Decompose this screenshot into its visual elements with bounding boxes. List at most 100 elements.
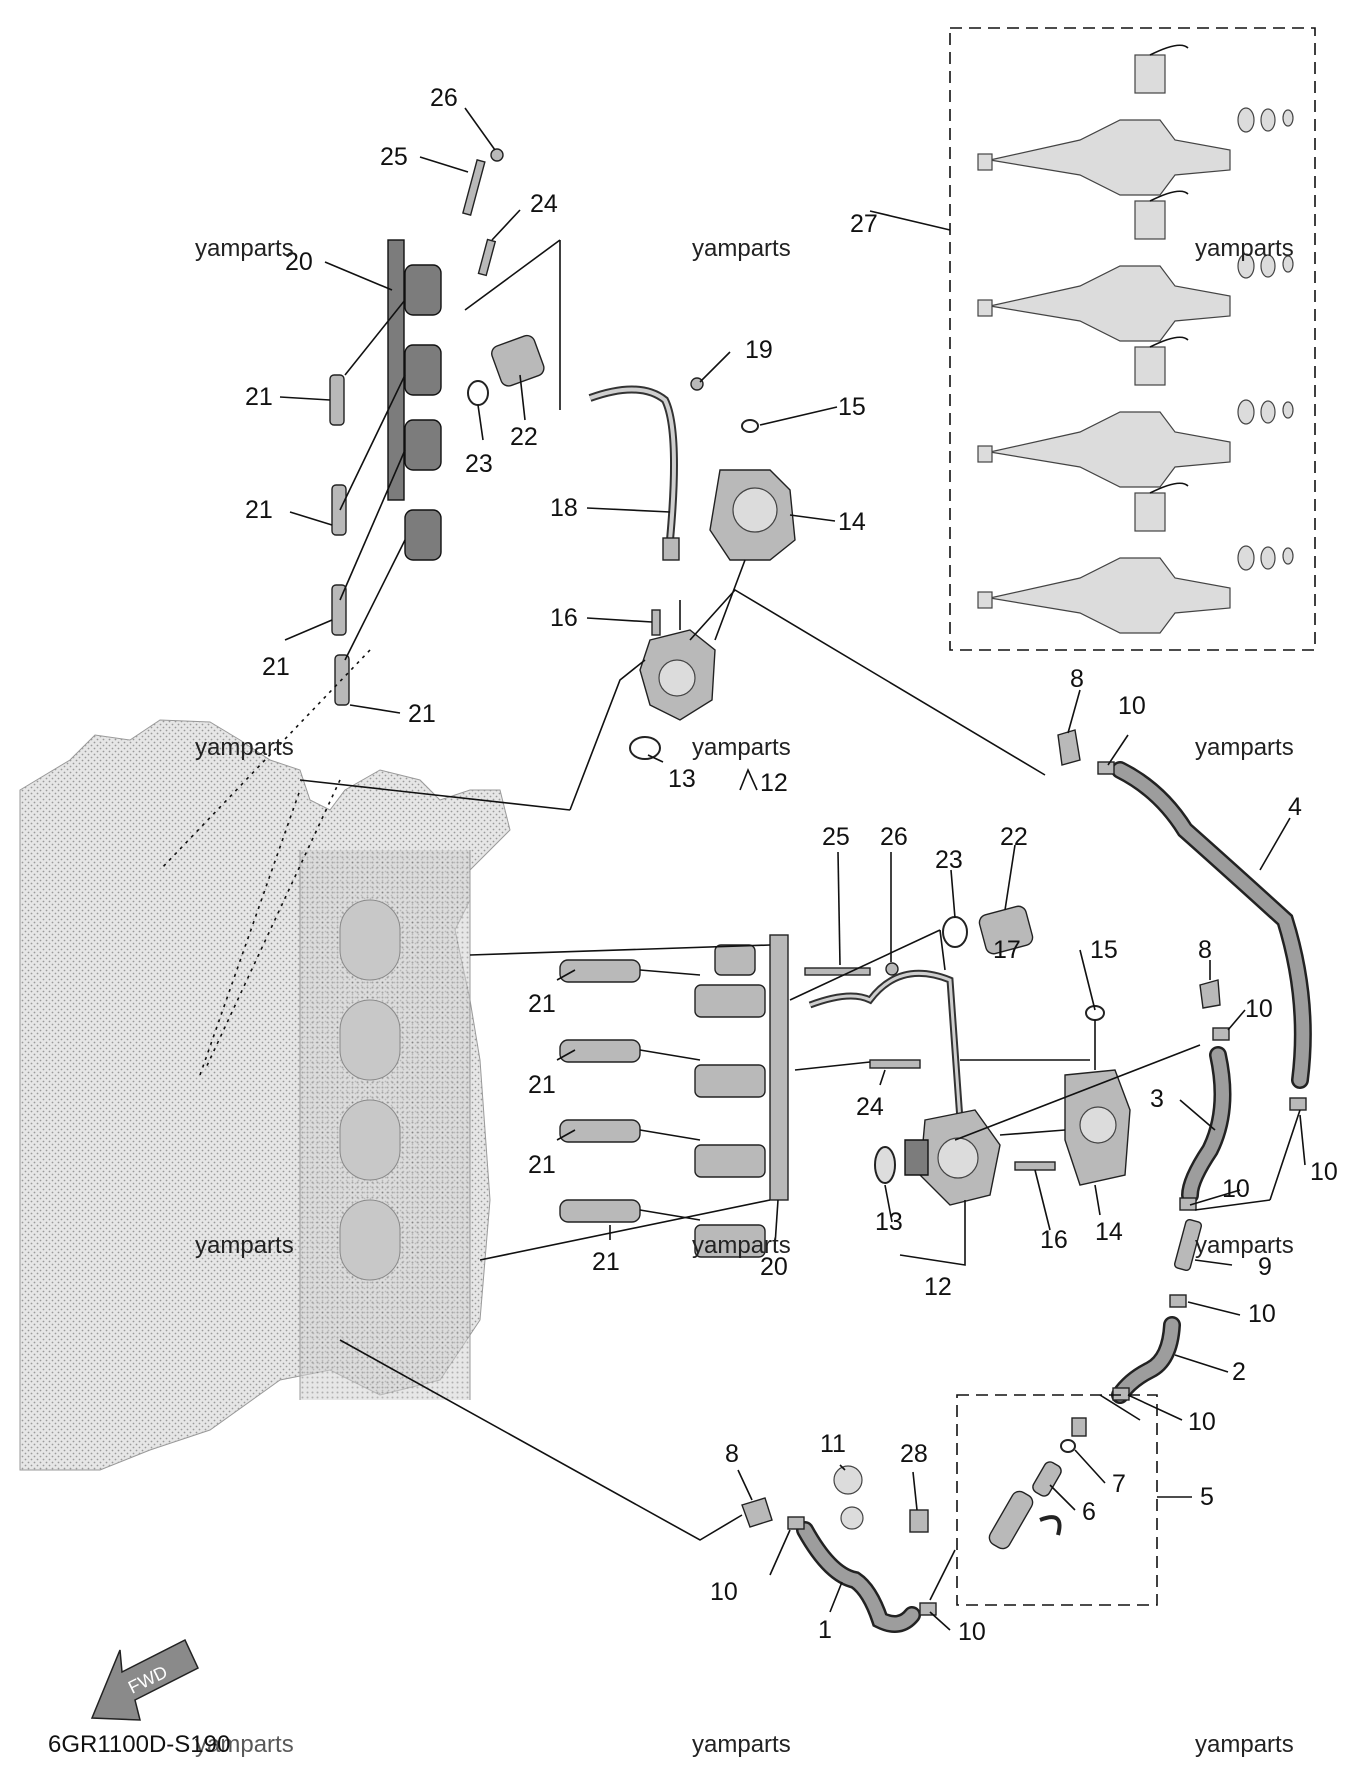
watermarks: yamparts yamparts yamparts yamparts yamp…: [195, 235, 1294, 1758]
callout-10: 10: [1248, 1300, 1276, 1328]
callout-8: 8: [725, 1440, 739, 1468]
callout-10: 10: [958, 1618, 986, 1646]
callout-6: 6: [1082, 1498, 1096, 1526]
leader-lines: [159, 107, 1306, 1631]
lower-pump-housing-12: [904, 1109, 1001, 1206]
callout-27: 27: [850, 210, 878, 238]
engine-block: [19, 719, 511, 1471]
callout-17: 17: [993, 936, 1021, 964]
callout-20: 20: [285, 248, 313, 276]
lower-fuel-rail-20: [694, 934, 789, 1258]
watermark-text: yamparts: [195, 734, 294, 761]
watermark-text: yamparts: [1195, 734, 1294, 761]
callout-24: 24: [530, 190, 558, 218]
watermark-text: yamparts: [195, 1232, 294, 1259]
callout-13: 13: [668, 765, 696, 793]
callout-21: 21: [245, 383, 273, 411]
callout-14: 14: [838, 508, 866, 536]
callout-12: 12: [760, 769, 788, 797]
diagram-code: 6GR1100D-S190: [48, 1731, 230, 1758]
fittings-8: [741, 729, 1221, 1528]
callout-21: 21: [592, 1248, 620, 1276]
callout-10: 10: [1222, 1175, 1250, 1203]
injector-kit-item: [977, 336, 1294, 488]
callout-22: 22: [510, 423, 538, 451]
filter-assembly: [988, 1417, 1087, 1550]
callout-21: 21: [245, 496, 273, 524]
clip-28: [909, 1509, 929, 1533]
upper-fuel-rail: [387, 239, 442, 561]
callout-22: 22: [1000, 823, 1028, 851]
watermark-text: yamparts: [195, 1731, 294, 1758]
lower-high-pressure-pump-14: [1064, 1069, 1131, 1186]
upper-oring-15: [741, 419, 759, 433]
callout-15: 15: [838, 393, 866, 421]
callout-10: 10: [710, 1578, 738, 1606]
callout-21: 21: [528, 1071, 556, 1099]
callout-13: 13: [875, 1208, 903, 1236]
callout-25: 25: [822, 823, 850, 851]
callout-numbers: 26 25 24 20 21 21 21 21 22 23 19 15 18 1…: [245, 84, 1338, 1646]
watermark-text: yamparts: [692, 235, 791, 262]
callout-14: 14: [1095, 1218, 1123, 1246]
callout-25: 25: [380, 143, 408, 171]
callout-8: 8: [1070, 665, 1084, 693]
lower-stud-25: [804, 967, 871, 976]
callout-10: 10: [1118, 692, 1146, 720]
callout-26: 26: [430, 84, 458, 112]
callout-7: 7: [1112, 1470, 1126, 1498]
callout-10: 10: [1310, 1158, 1338, 1186]
hose-4: [1111, 761, 1312, 1089]
callout-16: 16: [1040, 1226, 1068, 1254]
upper-bolt-24: [477, 238, 497, 277]
watermark-text: yamparts: [692, 734, 791, 761]
watermark-text: yamparts: [1195, 235, 1294, 262]
filter-box-5: [956, 1394, 1158, 1606]
injector-kit-item: [977, 190, 1294, 342]
callout-21: 21: [528, 1151, 556, 1179]
callout-15: 15: [1090, 936, 1118, 964]
upper-stud-25: [462, 159, 486, 216]
upper-fitting-22: [491, 334, 545, 387]
hose-clamps-10: [787, 761, 1307, 1616]
callout-8: 8: [1198, 936, 1212, 964]
callout-21: 21: [262, 653, 290, 681]
upper-pump-housing-12: [639, 629, 716, 721]
callout-1: 1: [818, 1616, 832, 1644]
callout-23: 23: [935, 846, 963, 874]
injector-kit-item: [977, 482, 1294, 634]
callout-21: 21: [408, 700, 436, 728]
lower-injectors-21: [559, 959, 641, 1223]
upper-nut-26: [490, 148, 504, 162]
callout-9: 9: [1258, 1253, 1272, 1281]
callout-26: 26: [880, 823, 908, 851]
upper-pipe-nut: [662, 537, 680, 561]
upper-oring-23: [467, 380, 489, 406]
callout-18: 18: [550, 494, 578, 522]
callout-10: 10: [1245, 995, 1273, 1023]
watermark-text: yamparts: [692, 1232, 791, 1259]
callout-21: 21: [528, 990, 556, 1018]
callout-2: 2: [1232, 1358, 1246, 1386]
lower-fitting-22: [978, 905, 1034, 955]
watermark-text: yamparts: [1195, 1232, 1294, 1259]
callout-24: 24: [856, 1093, 884, 1121]
callout-16: 16: [550, 604, 578, 632]
filter-clip-11: [833, 1465, 864, 1530]
upper-bolt-16: [651, 609, 661, 636]
upper-gasket-13: [629, 736, 661, 760]
lower-gasket-13: [874, 1146, 896, 1184]
lower-bolt-16: [1014, 1161, 1056, 1171]
fwd-arrow-icon: FWD: [90, 1638, 199, 1721]
upper-pipe-18: [588, 385, 678, 541]
watermark-text: yamparts: [1195, 1731, 1294, 1758]
lower-pipe-17: [808, 969, 964, 1121]
lower-bolt-24: [869, 1059, 921, 1069]
callout-23: 23: [465, 450, 493, 478]
upper-injectors: [329, 374, 350, 706]
callout-3: 3: [1150, 1085, 1164, 1113]
upper-high-pressure-pump-14: [709, 469, 796, 561]
injector-kit-box: [949, 27, 1316, 651]
callout-20: 20: [760, 1253, 788, 1281]
watermark-text: yamparts: [692, 1731, 791, 1758]
